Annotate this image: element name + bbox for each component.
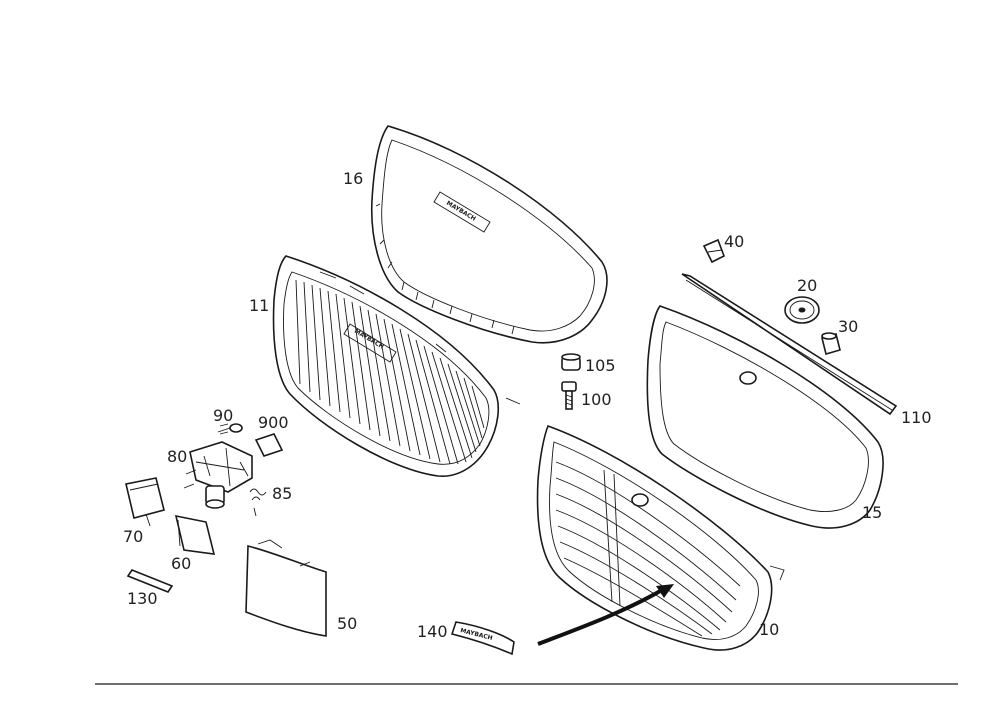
label-part-60: 60 bbox=[171, 554, 192, 573]
label-part-130: 130 bbox=[127, 589, 158, 608]
part-30-cap bbox=[821, 332, 841, 355]
part-15-lower-frame bbox=[646, 305, 884, 529]
part-16-upper-frame: MAYBACH bbox=[370, 125, 608, 344]
label-part-10: 10 bbox=[759, 620, 780, 639]
part-70-bracket bbox=[125, 477, 165, 527]
label-part-15: 15 bbox=[862, 503, 883, 522]
label-part-90: 90 bbox=[213, 406, 234, 425]
grille10-slats bbox=[555, 461, 741, 637]
label-part-20: 20 bbox=[797, 276, 818, 295]
part-100-bolt bbox=[561, 381, 577, 410]
part-90-screw bbox=[217, 423, 243, 435]
label-part-50: 50 bbox=[337, 614, 358, 633]
label-part-30: 30 bbox=[838, 317, 859, 336]
label-part-140: 140 bbox=[417, 622, 448, 641]
part-105-nut bbox=[561, 353, 581, 371]
label-part-16: 16 bbox=[343, 169, 364, 188]
part-140-badge: MAYBACH bbox=[450, 621, 515, 656]
part-20-star-emblem bbox=[784, 296, 820, 324]
part-85-spring bbox=[249, 488, 267, 517]
part-80-lock-mechanism bbox=[183, 441, 253, 509]
part-10-grille bbox=[536, 424, 785, 651]
label-part-110: 110 bbox=[901, 408, 932, 427]
label-part-40: 40 bbox=[724, 232, 745, 251]
label-part-85: 85 bbox=[272, 484, 293, 503]
grille11-slats bbox=[295, 279, 485, 465]
part-900-cover bbox=[254, 433, 284, 457]
pointer-arrow bbox=[537, 584, 674, 646]
part-11-grille: MAYBACH bbox=[272, 255, 521, 477]
label-part-70: 70 bbox=[123, 527, 144, 546]
part-50-panel bbox=[245, 539, 327, 637]
part-40-clip bbox=[702, 238, 726, 264]
part-130-strip bbox=[126, 569, 174, 593]
label-part-100: 100 bbox=[581, 390, 612, 409]
part-60-plate bbox=[174, 514, 216, 555]
label-part-80: 80 bbox=[167, 447, 188, 466]
part-110-seal-strip bbox=[681, 273, 898, 416]
label-part-11: 11 bbox=[249, 296, 270, 315]
label-part-900: 900 bbox=[258, 413, 289, 432]
label-part-105: 105 bbox=[585, 356, 616, 375]
